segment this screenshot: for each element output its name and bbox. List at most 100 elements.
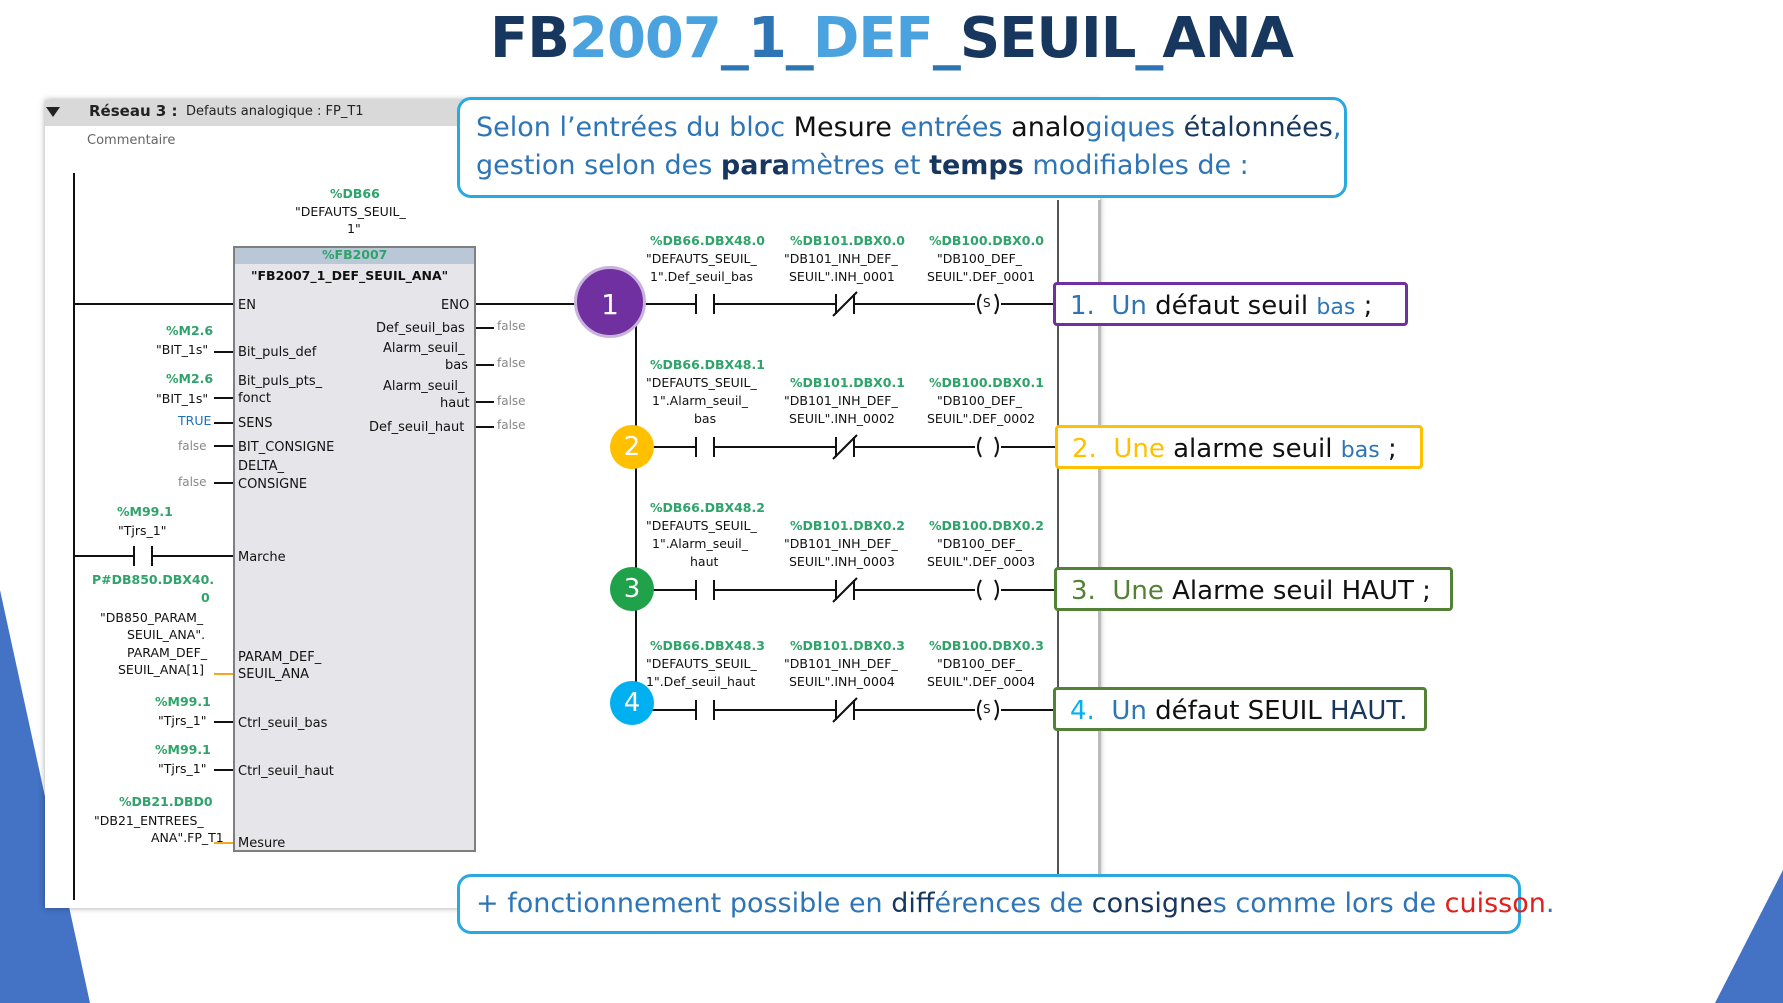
rung-2-c1-tag-line2: 1".Alarm_seuil_ — [652, 393, 749, 408]
m991-tag-1: "Tjrs_1" — [118, 523, 167, 538]
rung-3-c2-tag-line1: "DB101_INH_DEF_ — [784, 536, 898, 551]
rung-1-c3-tag-line1: "DB100_DEF_ — [937, 251, 1023, 266]
panel-divider — [1098, 200, 1101, 908]
rung-4-wiring — [636, 697, 1057, 723]
rung-4-coil-set: S — [983, 702, 991, 716]
m991-address-1: %M99.1 — [117, 504, 173, 519]
param-tag-line4: SEUIL_ANA[1] — [118, 662, 205, 677]
instance-db-tag-line2: 1" — [347, 221, 361, 236]
rung-4-c3-tag-line1: "DB100_DEF_ — [937, 656, 1023, 671]
rung-2-marker: 2 — [610, 425, 654, 469]
item-2-text: 2. Une alarme seuil bas ; — [1072, 434, 1397, 464]
m991-address-2: %M99.1 — [155, 694, 211, 709]
block-name: "FB2007_1_DEF_SEUIL_ANA" — [251, 268, 449, 283]
output-value-4: false — [497, 418, 526, 432]
rung-4-c1-tag-line2: 1".Def_seuil_haut — [646, 674, 756, 689]
pin-delta-consigne-line2: CONSIGNE — [238, 477, 308, 492]
false-constant-2: false — [178, 475, 207, 489]
rung-3-marker: 3 — [610, 567, 654, 611]
false-constant-1: false — [178, 439, 207, 453]
rung-2-c3-address: %DB100.DBX0.1 — [929, 375, 1044, 390]
rung-3-c1-tag-line2: 1".Alarm_seuil_ — [652, 536, 749, 551]
rung-3-c1-tag-line1: "DEFAUTS_SEUIL_ — [646, 518, 757, 533]
m26-address-2: %M2.6 — [166, 371, 214, 386]
param-pointer-line2: 0 — [201, 590, 210, 605]
rung-1-c3-tag-line2: SEUIL".DEF_0001 — [927, 269, 1036, 284]
pin-bit-consigne: BIT_CONSIGNE — [238, 440, 335, 455]
rung-3-c2-address: %DB101.DBX0.2 — [790, 518, 905, 533]
rung-4-c2-address: %DB101.DBX0.3 — [790, 638, 905, 653]
pin-def-seuil-haut: Def_seuil_haut — [369, 420, 465, 435]
rung-1-c2-tag-line2: SEUIL".INH_0001 — [789, 269, 895, 284]
rung-1-coil-set: S — [983, 296, 991, 310]
power-rail-left — [73, 173, 75, 900]
rung-1-c2-tag-line1: "DB101_INH_DEF_ — [784, 251, 898, 266]
rung-4-c1-tag-line1: "DEFAUTS_SEUIL_ — [646, 656, 757, 671]
pin-marche: Marche — [238, 550, 286, 565]
pin-en: EN — [238, 298, 256, 313]
block-address: %FB2007 — [322, 247, 388, 262]
pin-def-seuil-bas: Def_seuil_bas — [376, 321, 465, 336]
rung-4-c3-address: %DB100.DBX0.3 — [929, 638, 1044, 653]
m991-tag-3: "Tjrs_1" — [158, 761, 207, 776]
rung-2-c2-tag-line2: SEUIL".INH_0002 — [789, 411, 895, 426]
rung-1-c1-address: %DB66.DBX48.0 — [650, 233, 765, 248]
param-pointer-line1: P#DB850.DBX40. — [92, 572, 215, 587]
rung-3-c1-address: %DB66.DBX48.2 — [650, 500, 765, 515]
pin-bit-puls-pts-line1: Bit_puls_pts_ — [238, 374, 323, 389]
rung-4-c2-tag-line2: SEUIL".INH_0004 — [789, 674, 895, 689]
item-4-box: 4. Un défaut SEUIL HAUT. — [1053, 687, 1427, 731]
m991-address-3: %M99.1 — [155, 742, 211, 757]
db21-tag-line2: ANA".FP_T1 — [151, 830, 224, 845]
pin-alarm-seuil-bas-line2: bas — [445, 358, 468, 373]
rung-3-wiring — [636, 577, 1057, 603]
pin-alarm-seuil-haut-line1: Alarm_seuil_ — [383, 379, 465, 394]
rung-2-c3-tag-line2: SEUIL".DEF_0002 — [927, 411, 1036, 426]
rung-1-wiring — [636, 291, 1057, 317]
network-title: Réseau 3 : — [89, 102, 178, 120]
decor-triangle-right — [1715, 870, 1783, 1003]
rung-3-c1-tag-line3: haut — [690, 554, 719, 569]
rung-3-c3-tag-line2: SEUIL".DEF_0003 — [927, 554, 1036, 569]
pin-sens: SENS — [238, 416, 273, 431]
rung-4-marker: 4 — [610, 681, 654, 725]
rung-3-c2-tag-line2: SEUIL".INH_0003 — [789, 554, 895, 569]
item-4-text: 4. Un défaut SEUIL HAUT. — [1070, 696, 1408, 726]
pin-delta-consigne-line1: DELTA_ — [238, 459, 285, 474]
rung-3-c3-address: %DB100.DBX0.2 — [929, 518, 1044, 533]
rung-2-c3-tag-line1: "DB100_DEF_ — [937, 393, 1023, 408]
function-block[interactable] — [233, 246, 476, 852]
output-value-2: false — [497, 356, 526, 370]
pin-eno: ENO — [441, 298, 470, 313]
rung-2-c1-tag-line1: "DEFAUTS_SEUIL_ — [646, 375, 757, 390]
item-3-box: 3. Une Alarme seuil HAUT ; — [1054, 567, 1453, 611]
rung-2-c1-address: %DB66.DBX48.1 — [650, 357, 765, 372]
callout-bottom: + fonctionnement possible en différences… — [457, 874, 1554, 934]
item-2-box: 2. Une alarme seuil bas ; — [1055, 425, 1423, 469]
collapse-arrow-icon[interactable] — [46, 107, 60, 117]
network-subtitle[interactable]: Defauts analogique : FP_T1 — [186, 104, 364, 119]
rung-2-wiring — [636, 434, 1057, 460]
pin-ctrl-seuil-haut: Ctrl_seuil_haut — [238, 764, 334, 779]
m26-tag-2: "BIT_1s" — [156, 391, 209, 406]
instance-db-address: %DB66 — [330, 186, 380, 201]
rung-1-marker: 1 — [574, 266, 646, 338]
callout-top: Selon l’entrées du bloc Mesure entrées a… — [457, 97, 1347, 198]
output-value-1: false — [497, 319, 526, 333]
callout-bottom-text: + fonctionnement possible en différences… — [476, 888, 1555, 919]
callout-top-line2: gestion selon des paramètres et temps mo… — [476, 150, 1249, 181]
rung-4-c1-address: %DB66.DBX48.3 — [650, 638, 765, 653]
callout-top-line1: Selon l’entrées du bloc Mesure entrées a… — [476, 112, 1342, 143]
rung-2-c2-address: %DB101.DBX0.1 — [790, 375, 905, 390]
db21-tag-line1: "DB21_ENTREES_ — [94, 813, 204, 828]
item-3-text: 3. Une Alarme seuil HAUT ; — [1071, 576, 1431, 606]
pin-alarm-seuil-haut-line2: haut — [440, 396, 470, 411]
true-constant: TRUE — [178, 413, 212, 428]
function-block-header — [235, 248, 474, 264]
power-rail-right — [1057, 200, 1059, 880]
rung-3-c3-tag-line1: "DB100_DEF_ — [937, 536, 1023, 551]
pin-ctrl-seuil-bas: Ctrl_seuil_bas — [238, 716, 328, 731]
rung-4-c3-tag-line2: SEUIL".DEF_0004 — [927, 674, 1036, 689]
network-comment[interactable]: Commentaire — [87, 133, 176, 148]
